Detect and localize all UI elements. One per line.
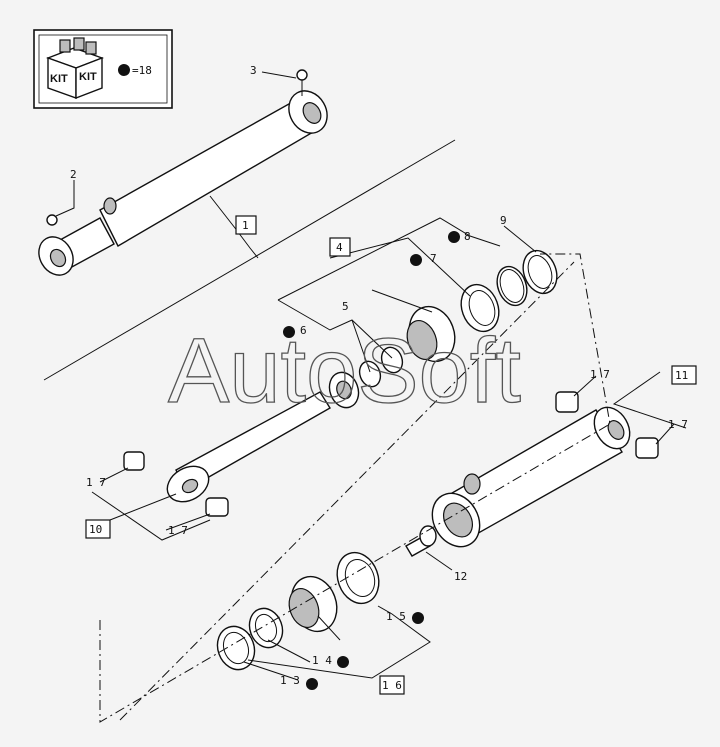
callout-7: 7 xyxy=(430,252,437,265)
svg-text:4: 4 xyxy=(336,241,343,254)
kit-dot-13 xyxy=(306,678,318,690)
callout-box-1: 1 xyxy=(235,215,257,235)
callout-box-11: 11 xyxy=(671,365,697,385)
callout-5: 5 xyxy=(342,300,349,313)
kit-dot-15 xyxy=(412,612,424,624)
kit-equals-text: =18 xyxy=(132,64,152,77)
leader-1 xyxy=(209,195,259,259)
bushing-17a xyxy=(123,451,145,471)
callout-8: 8 xyxy=(464,230,471,243)
kit-box-icon: KIT KIT xyxy=(45,37,105,100)
callout-9: 9 xyxy=(500,214,507,227)
callout-box-4: 4 xyxy=(329,237,351,257)
leader-lines xyxy=(55,71,687,681)
callout-12: 12 xyxy=(454,570,467,583)
kit-dot-6 xyxy=(283,326,295,338)
watermark-text: AutoSoft xyxy=(168,320,521,422)
grease-fitting-3 xyxy=(296,69,308,81)
callout-17-rod-top: 1 7 xyxy=(86,476,106,489)
callout-3: 3 xyxy=(250,64,257,77)
svg-text:10: 10 xyxy=(89,523,102,536)
bushing-17d xyxy=(635,437,659,459)
callout-13: 1 3 xyxy=(280,674,300,687)
ring-15 xyxy=(336,551,380,605)
kit-marker-dot xyxy=(118,64,130,76)
bushing-17b xyxy=(205,497,229,517)
callout-box-16: 1 6 xyxy=(379,675,405,695)
callout-15: 1 5 xyxy=(386,610,406,623)
svg-text:1 6: 1 6 xyxy=(382,679,402,692)
kit-dot-7 xyxy=(410,254,422,266)
ring-13 xyxy=(216,625,256,671)
assembly-divider-line xyxy=(43,139,456,381)
piston-group xyxy=(328,249,558,409)
callout-17-barrel-bottom: 1 7 xyxy=(668,418,688,431)
svg-text:11: 11 xyxy=(675,369,688,382)
seal-5b xyxy=(358,360,382,388)
kit-legend: KIT KIT =18 xyxy=(33,29,173,109)
kit-label-right: KIT xyxy=(79,71,97,83)
piston-rod xyxy=(123,391,331,517)
callout-box-10: 10 xyxy=(85,519,111,539)
assembled-cylinder xyxy=(38,69,328,276)
callout-17-rod-bottom: 1 7 xyxy=(168,524,188,537)
callout-2: 2 xyxy=(70,168,77,181)
callout-14: 1 4 xyxy=(312,654,332,667)
svg-text:1: 1 xyxy=(242,219,249,232)
dash-line-gland xyxy=(99,253,611,723)
callout-6: 6 xyxy=(300,324,307,337)
kit-dot-14 xyxy=(337,656,349,668)
callout-17-barrel-top: 1 7 xyxy=(590,368,610,381)
dash-line-center xyxy=(119,261,575,721)
kit-label-left: KIT xyxy=(50,73,68,85)
ring-9 xyxy=(522,249,558,295)
bushing-17c xyxy=(555,391,579,413)
grease-fitting-2 xyxy=(46,214,58,226)
kit-dot-8 xyxy=(448,231,460,243)
